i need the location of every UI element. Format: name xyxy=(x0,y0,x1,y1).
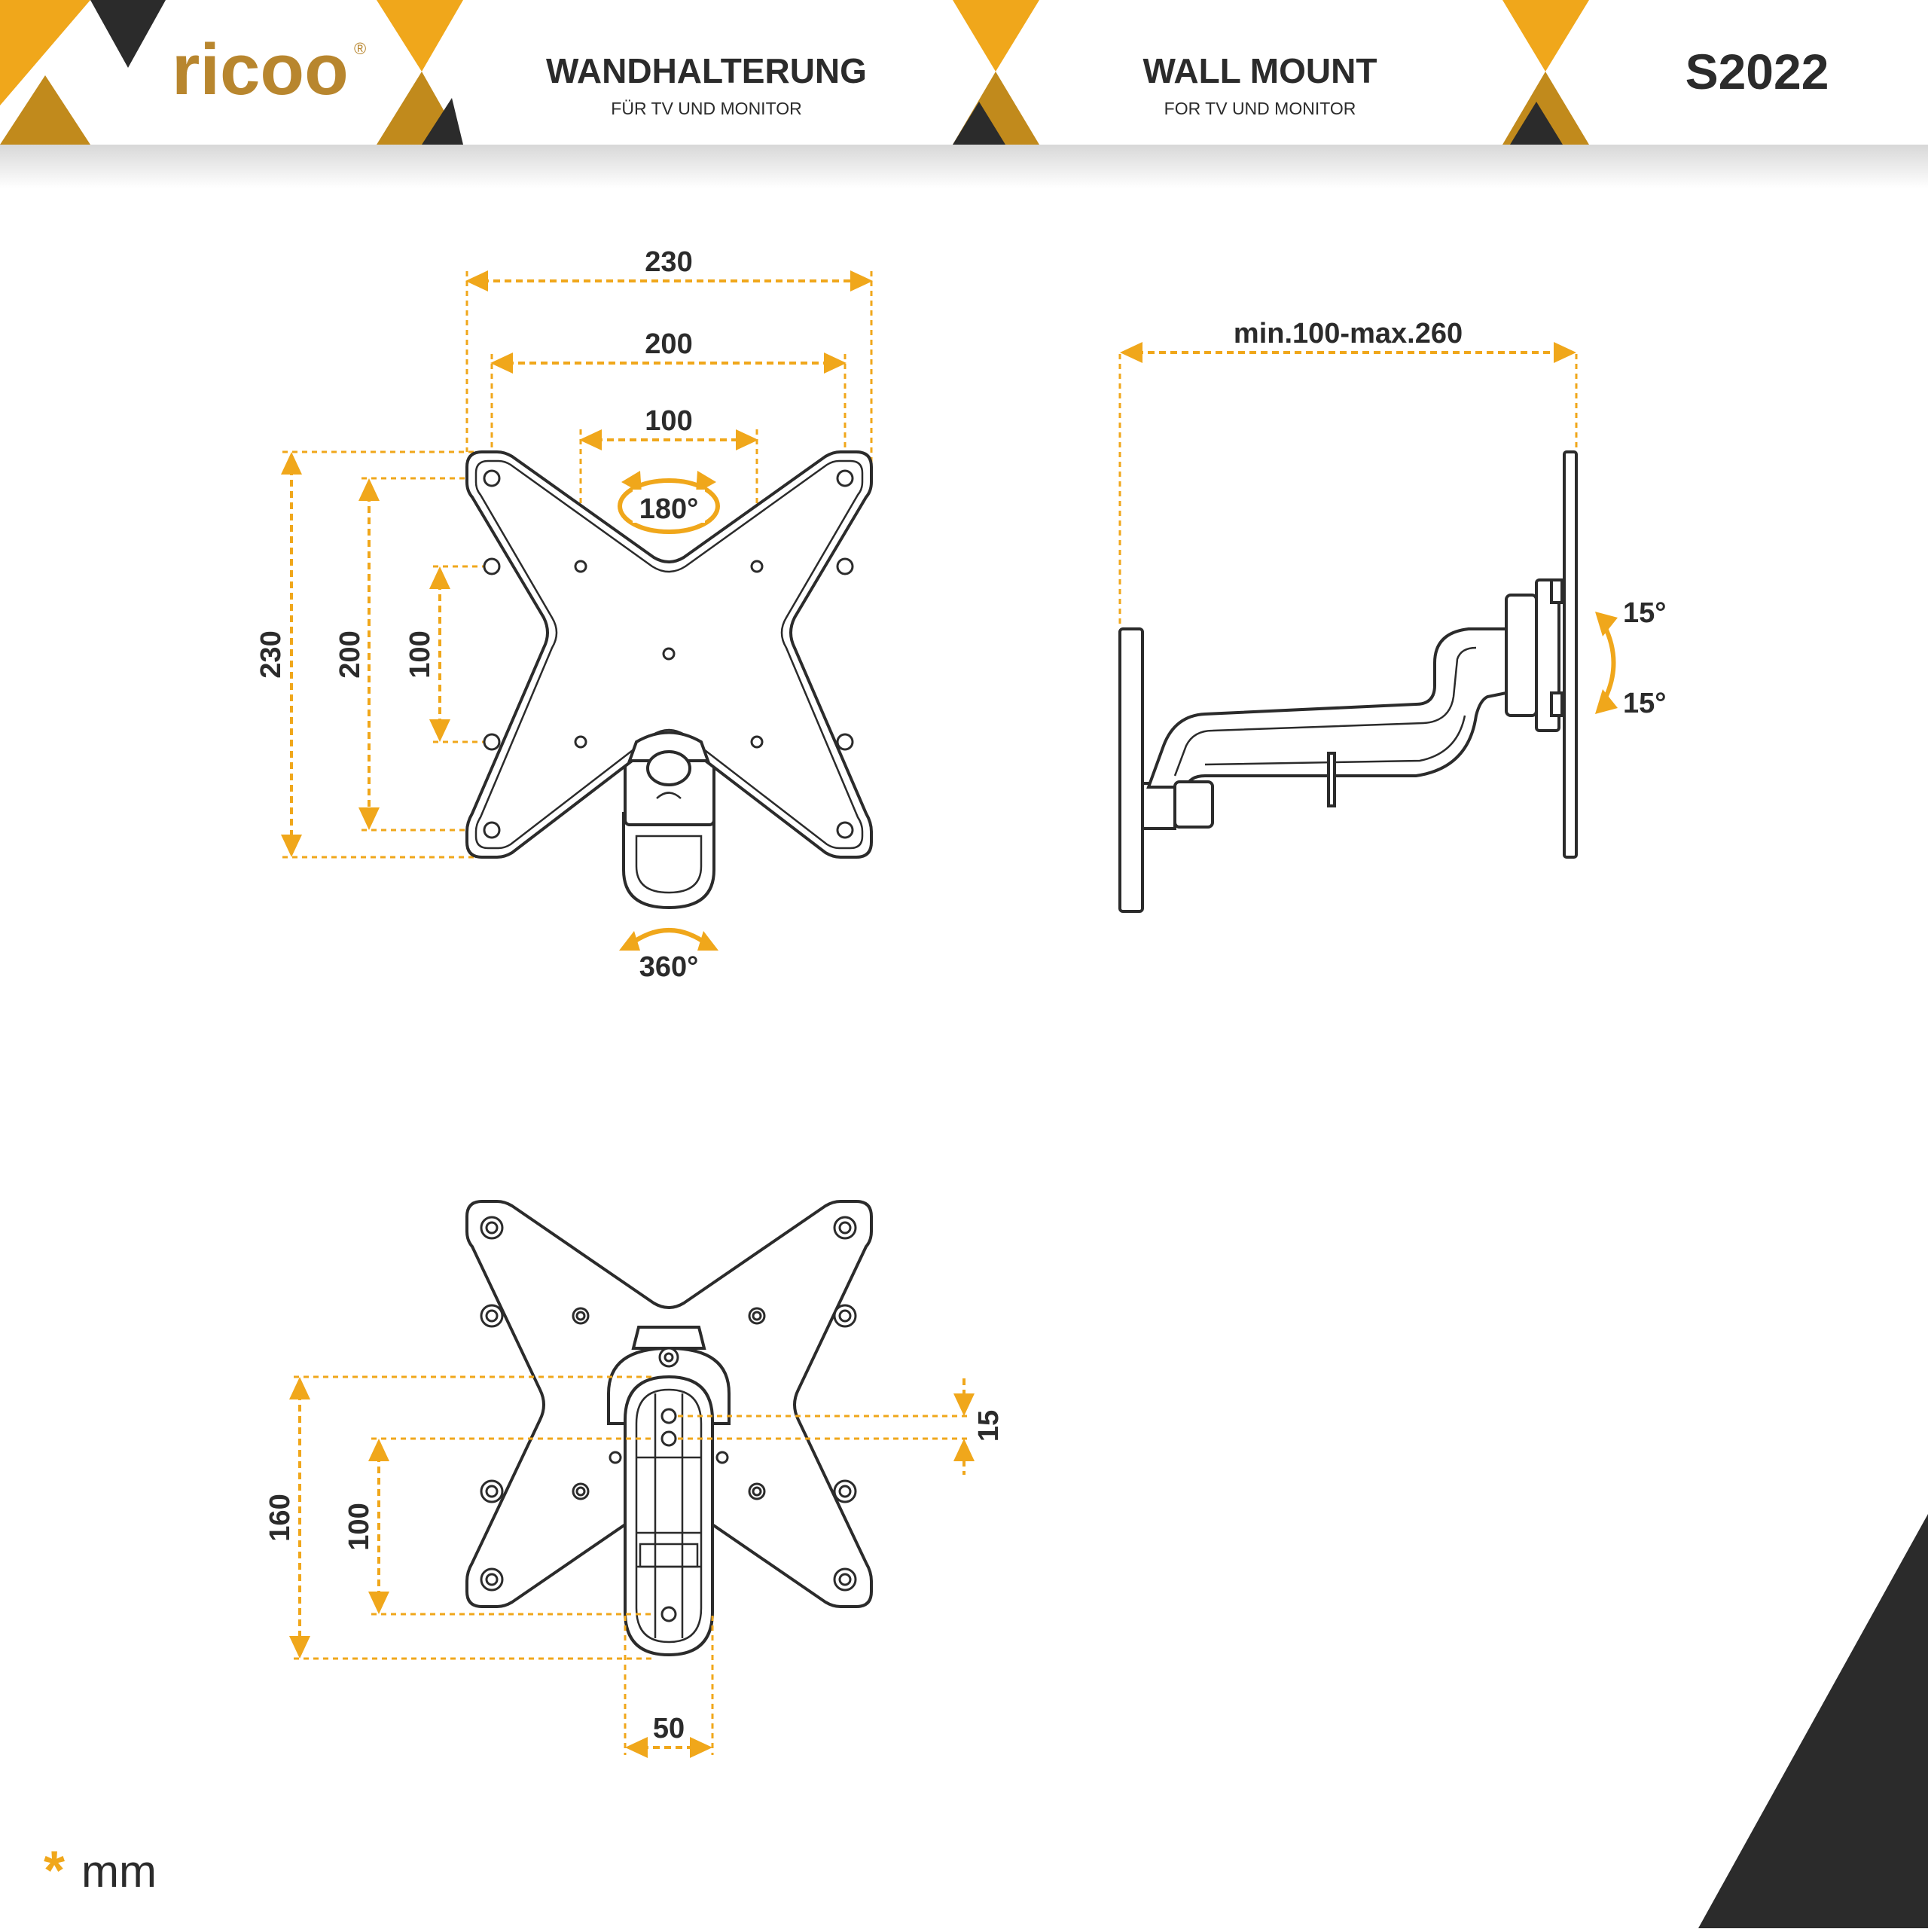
side-tilt-head xyxy=(1505,594,1538,717)
dim-width-100: 100 xyxy=(579,405,758,450)
header-background xyxy=(0,0,1928,145)
dim-extension: min.100-max.260 xyxy=(1120,318,1576,363)
header-shadow xyxy=(0,143,1928,188)
dim-height-100-label: 100 xyxy=(404,630,436,678)
dim-back-offset-15: 15 xyxy=(953,1378,1005,1475)
dim-back-height-100: 100 xyxy=(343,1439,389,1614)
corner-decoration xyxy=(1698,1514,1928,1928)
header-de-subtitle: FÜR TV UND MONITOR xyxy=(611,99,801,118)
ricoo-logo: ricoo ® xyxy=(172,29,366,110)
dim-height-230: 230 xyxy=(255,452,302,857)
header-en-title: WALL MOUNT xyxy=(1143,51,1377,90)
dim-width-230-label: 230 xyxy=(645,246,692,278)
front-vesa-plate-inner xyxy=(474,459,864,850)
dim-back-width-50-label: 50 xyxy=(653,1713,685,1744)
dim-width-200-label: 200 xyxy=(645,328,692,360)
dim-width-100-label: 100 xyxy=(645,405,692,437)
dim-height-100: 100 xyxy=(404,566,450,742)
dim-height-200-label: 200 xyxy=(334,630,366,678)
side-arm-joint xyxy=(1173,780,1214,829)
rotation-180-label: 180° xyxy=(639,493,699,525)
tilt-up-label: 15° xyxy=(1623,597,1666,629)
unit-asterisk: * xyxy=(44,1841,65,1901)
model-number: S2022 xyxy=(1685,44,1829,99)
rotation-360-icon: 360° xyxy=(619,928,718,983)
dim-back-height-100-label: 100 xyxy=(343,1503,375,1550)
tilt-down-label: 15° xyxy=(1623,688,1666,719)
rotation-180-icon: 180° xyxy=(618,471,720,534)
dim-extension-label: min.100-max.260 xyxy=(1234,318,1463,349)
header-en-subtitle: FOR TV UND MONITOR xyxy=(1164,99,1356,118)
side-wall-plate xyxy=(1118,627,1144,913)
dim-back-height-160: 160 xyxy=(264,1377,310,1659)
back-mounting-holes xyxy=(480,1216,857,1592)
header-de-title: WANDHALTERUNG xyxy=(546,51,867,90)
back-view: 160 100 15 50 xyxy=(264,1200,1005,1758)
dim-height-230-label: 230 xyxy=(255,630,287,678)
tilt-range-icon: 15° 15° xyxy=(1595,597,1666,719)
front-view: 230 200 100 230 200 xyxy=(255,246,873,983)
dim-width-230: 230 xyxy=(465,246,873,291)
side-arm-clip xyxy=(1327,752,1336,807)
header-banner: ricoo ® WANDHALTERUNG FÜR TV UND MONITOR… xyxy=(0,0,1928,188)
dim-width-200: 200 xyxy=(490,328,847,374)
front-tilt-knob xyxy=(627,731,710,799)
side-wall-bracket xyxy=(1141,782,1176,830)
dim-height-200: 200 xyxy=(334,478,380,830)
back-tilt-head xyxy=(631,1326,706,1350)
dim-back-width-50: 50 xyxy=(625,1713,712,1758)
front-mounting-holes xyxy=(483,469,854,839)
unit-label: mm xyxy=(81,1846,157,1897)
rotation-360-label: 360° xyxy=(639,951,699,983)
logo-text: ricoo xyxy=(172,29,349,110)
side-view: min.100-max.260 15° 15° xyxy=(1118,318,1666,913)
dim-back-height-160-label: 160 xyxy=(264,1494,296,1541)
back-wall-plate xyxy=(624,1375,714,1657)
side-vesa-plate xyxy=(1563,450,1578,859)
header-right-decoration xyxy=(1502,0,1589,145)
logo-registered-mark: ® xyxy=(354,39,366,58)
header-center-decoration xyxy=(953,0,1039,145)
header-left-decoration xyxy=(0,0,463,145)
dim-back-offset-15-label: 15 xyxy=(973,1410,1005,1442)
footer: * mm xyxy=(44,1514,1928,1928)
